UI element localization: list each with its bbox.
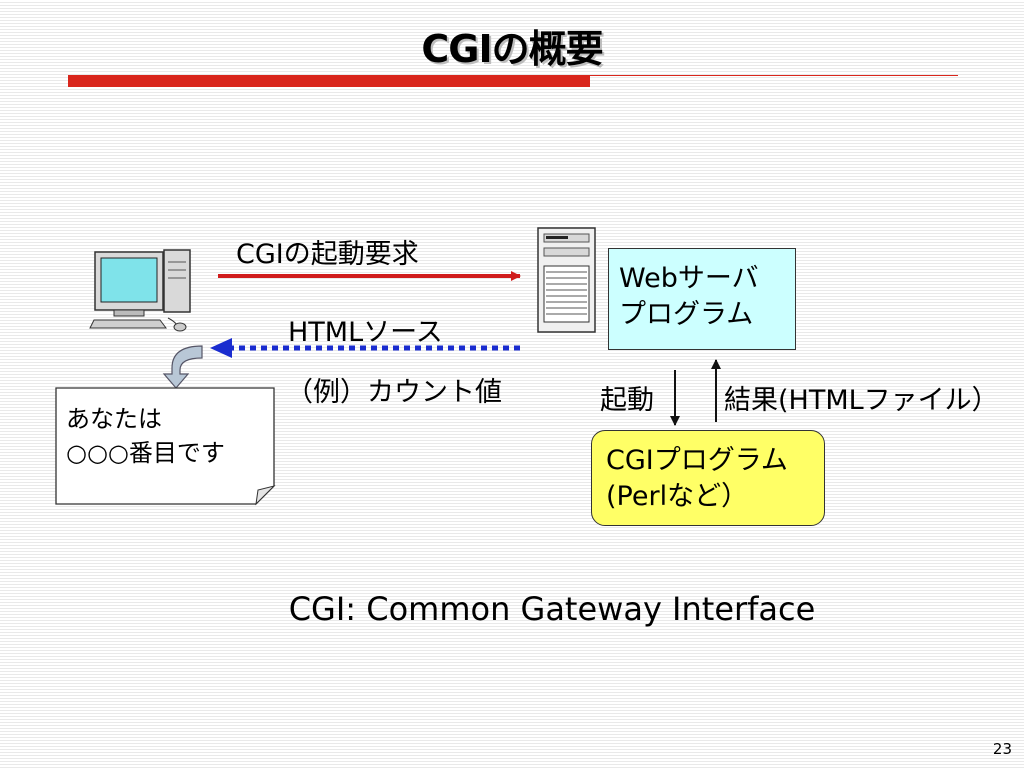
result-label: 結果(HTMLファイル）: [724, 385, 999, 416]
slide-title: CGIの概要: [421, 27, 603, 71]
example-label: （例）カウント値: [286, 377, 502, 408]
title-underline-thick: [68, 75, 590, 87]
server-icon: [537, 227, 596, 333]
cgi-box-line2: (Perlなど）: [606, 481, 749, 512]
web-server-box-line1: Webサーバ: [619, 263, 759, 294]
web-server-box-line2: プログラム: [619, 299, 754, 330]
response-label: HTMLソース: [288, 317, 443, 348]
page-number: 23: [992, 740, 1012, 758]
response-arrow: [210, 338, 520, 358]
browser-note-shape: [55, 387, 276, 506]
cgi-definition: CGI: Common Gateway Interface: [288, 590, 816, 628]
launch-label: 起動: [600, 385, 654, 416]
request-label: CGIの起動要求: [236, 239, 419, 270]
cgi-program-box: CGIプログラム (Perlなど）: [591, 430, 825, 526]
title-underline-thin: [590, 75, 958, 76]
cgi-box-line1: CGIプログラム: [606, 445, 788, 476]
curved-down-arrow-icon: [162, 345, 203, 389]
client-computer-icon: [89, 249, 191, 332]
browser-note-line2: ○○○番目です: [66, 439, 225, 467]
browser-note-line1: あなたは: [66, 405, 162, 433]
browser-note-text: あなたは ○○○番目です: [66, 402, 225, 470]
web-server-box: Webサーバ プログラム: [608, 248, 796, 350]
